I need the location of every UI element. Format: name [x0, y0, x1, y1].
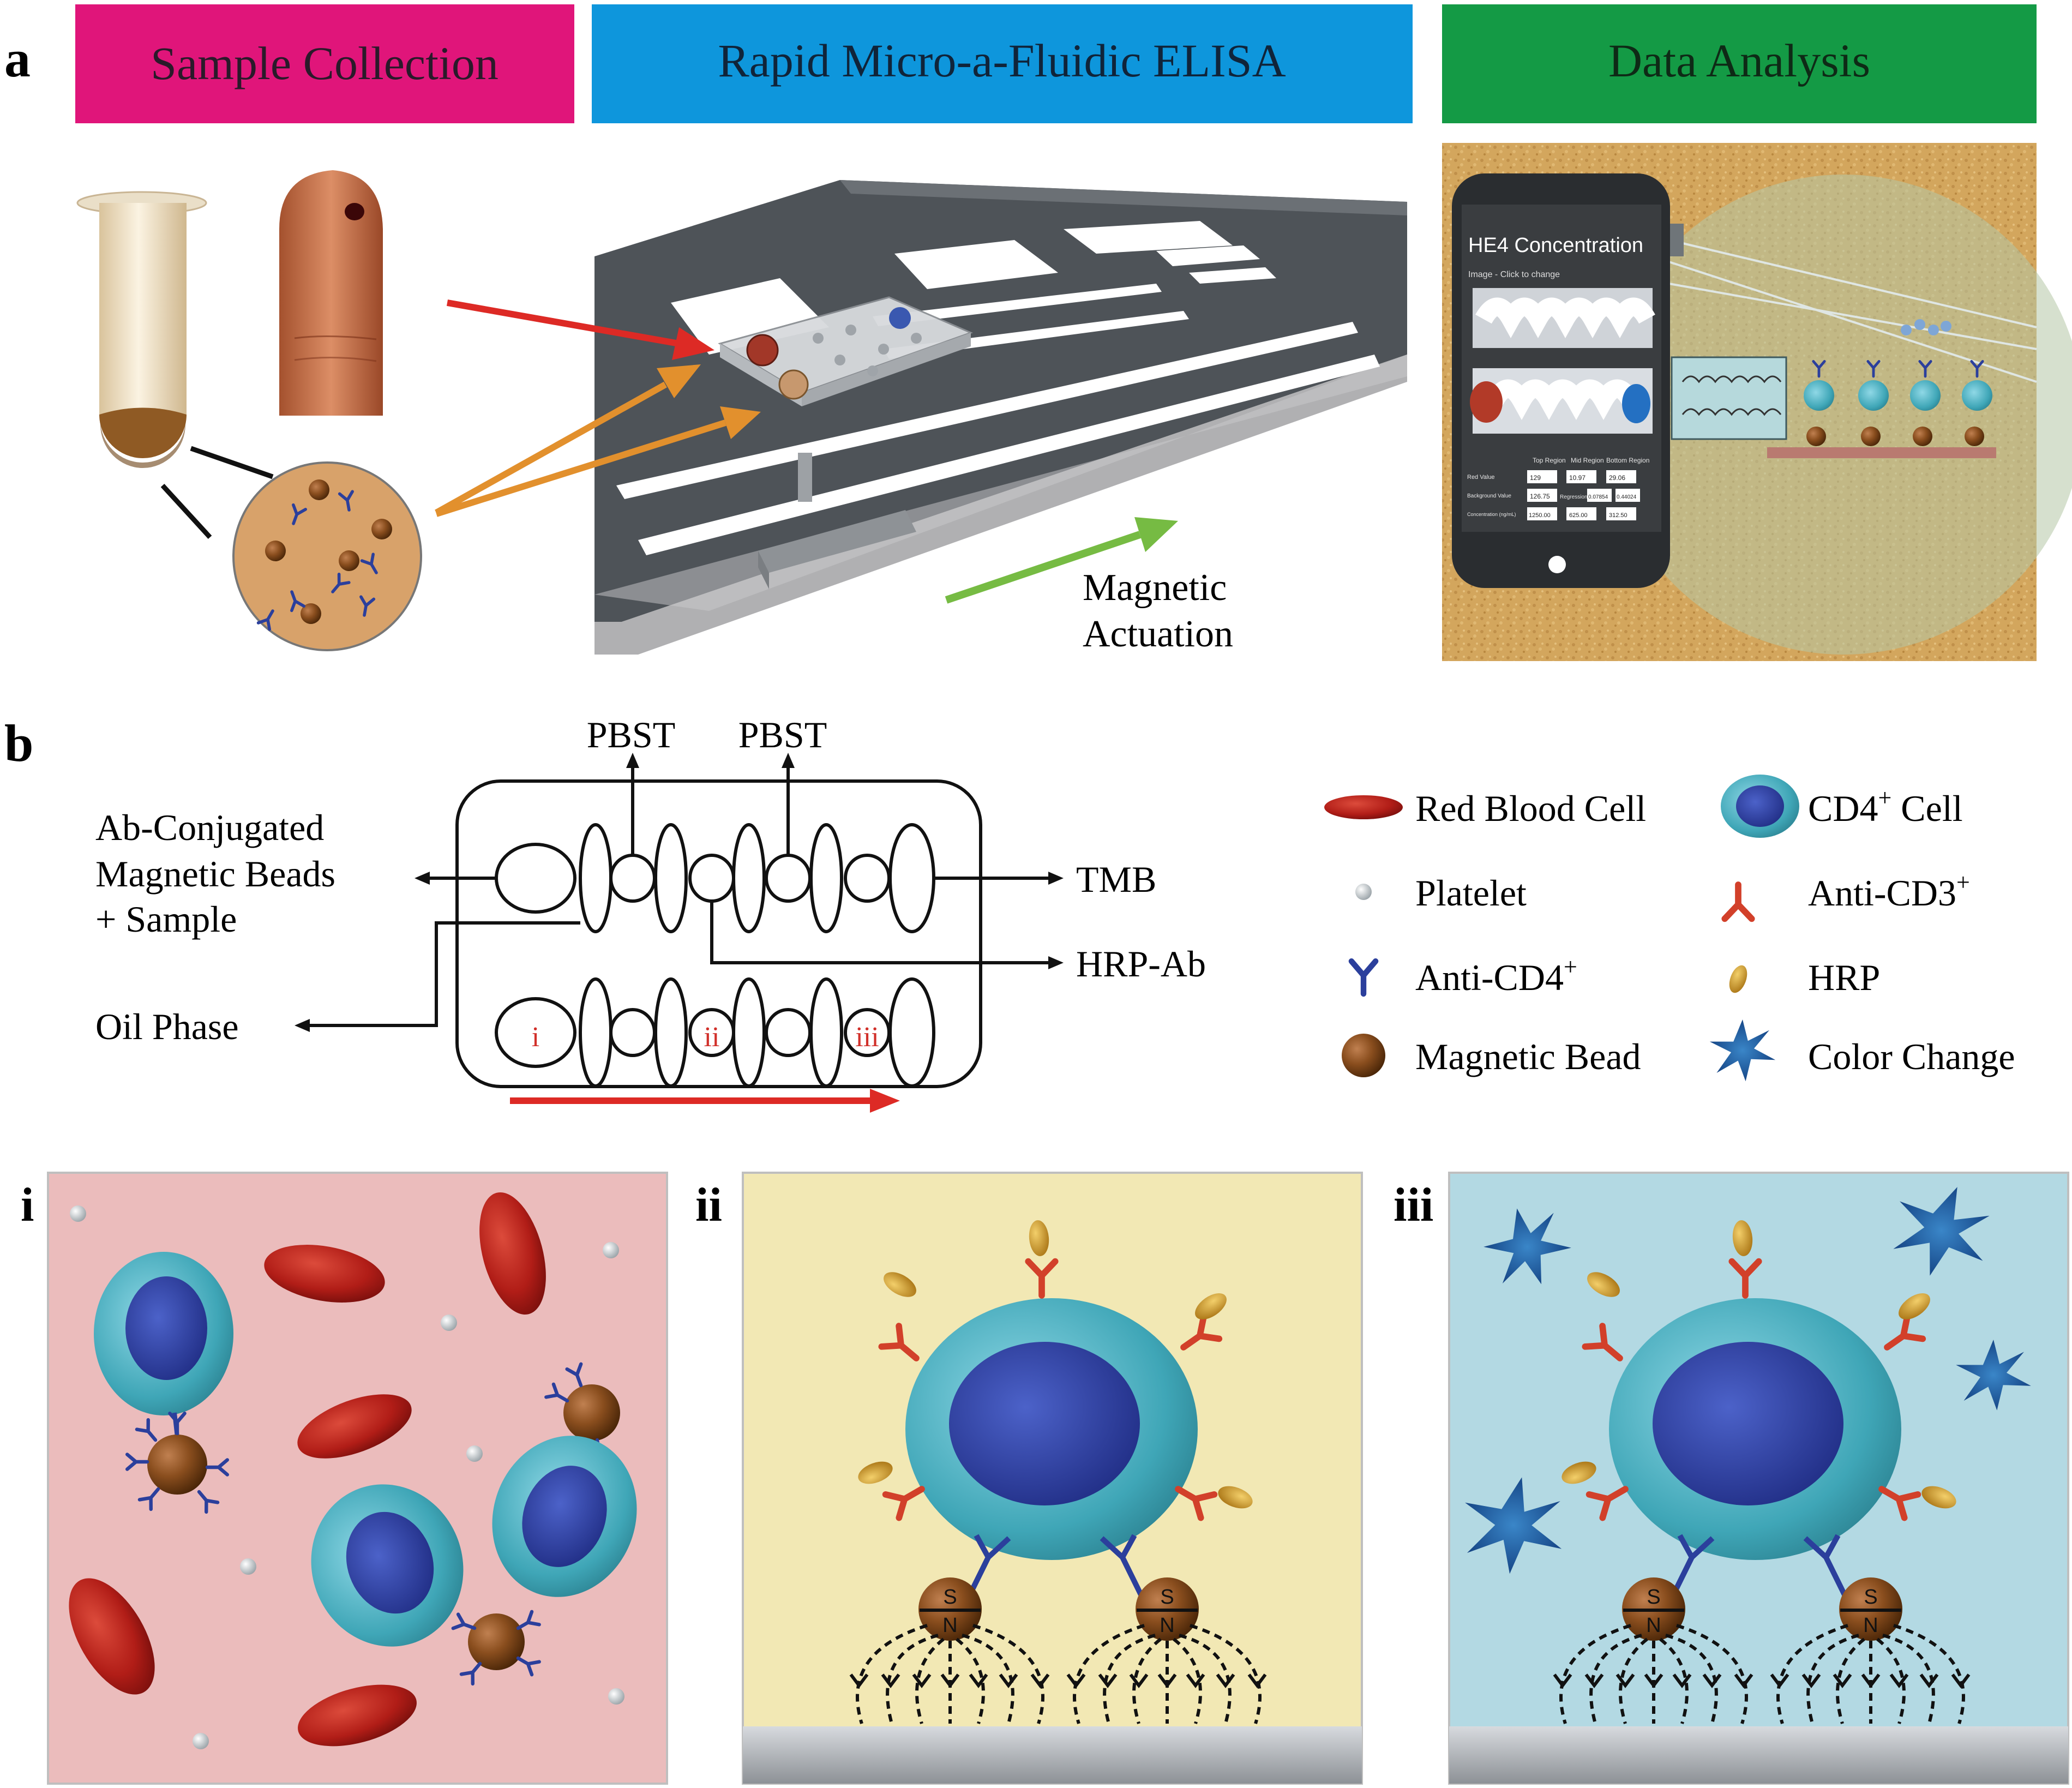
phone-row-label-conc: Concentration (ng/mL): [1467, 512, 1516, 517]
legend-anti-cd3-label: Anti-CD3+: [1808, 869, 1970, 914]
panel-i-scene: [47, 1172, 668, 1785]
legend-platelet-icon: [1355, 884, 1372, 900]
panel-label-ii: ii: [695, 1179, 722, 1232]
phone-bg-top: 126.75: [1530, 493, 1550, 500]
legend-bead-icon: [1342, 1034, 1385, 1077]
phone-red-bottom: 29.06: [1609, 474, 1625, 482]
phone-red-top: 129: [1530, 474, 1541, 482]
pbst-label-2: PBST: [738, 714, 827, 755]
bead3-north: N: [1646, 1614, 1661, 1637]
bead3-south: S: [1647, 1586, 1660, 1609]
arrow-magnetic-actuation: [945, 517, 1178, 604]
phone-regression-b: 0.44024: [1617, 494, 1637, 500]
banner-elisa-text: Rapid Micro-a-Fluidic ELISA: [718, 34, 1286, 87]
phone-red-mid: 10.97: [1569, 474, 1585, 482]
panel-iii-scene: S N S N: [1448, 1170, 2069, 1785]
legend-color-change-icon: [1709, 1019, 1776, 1082]
flow-arrow: [510, 1089, 900, 1113]
chamber-label-ii: ii: [704, 1022, 720, 1053]
chamber-label-iii: iii: [855, 1022, 879, 1053]
panel-ii-scene: S N S N: [742, 1172, 1363, 1785]
legend-anti-cd4-text: Anti-CD4: [1415, 957, 1564, 998]
phone-conc-top: 1250.00: [1529, 512, 1551, 519]
legend-cd4-cell-sup: +: [1878, 784, 1891, 811]
bead1-north: N: [942, 1614, 957, 1637]
phone-conc-bottom: 312.50: [1609, 512, 1627, 519]
banner-elisa: Rapid Micro-a-Fluidic ELISA: [592, 4, 1413, 123]
legend-anti-cd3-icon: [1725, 885, 1751, 919]
legend-anti-cd4-sup: +: [1564, 953, 1577, 980]
microfluidic-chip-render: [594, 180, 1407, 655]
arrow-finger-to-chip: [446, 299, 714, 360]
legend-cd4-cell-tail: Cell: [1891, 788, 1962, 829]
panel-label-iii: iii: [1394, 1179, 1433, 1232]
legend-anti-cd4-icon: [1352, 961, 1376, 994]
phone-row-label-bg: Background Value: [1467, 493, 1511, 499]
phone-subtitle: Image - Click to change: [1468, 270, 1560, 279]
panel-label-a: a: [4, 29, 31, 88]
phone-conc-mid: 625.00: [1569, 512, 1588, 519]
bead2-south: S: [1160, 1586, 1174, 1609]
banner-sample-collection: Sample Collection: [75, 4, 574, 123]
hrp-ab-label: HRP-Ab: [1076, 943, 1206, 985]
oil-phase-label: Oil Phase: [95, 1006, 239, 1047]
legend-anti-cd3-sup: +: [1956, 869, 1970, 896]
finger-prick-image: [279, 170, 383, 416]
phone-regression-a: 0.07854: [1588, 494, 1608, 500]
phone-col-header-2: Mid Region: [1571, 457, 1604, 464]
chamber-label-i: i: [532, 1022, 539, 1053]
legend-hrp-icon: [1726, 963, 1751, 995]
phone-regression-label: Regression: [1560, 494, 1588, 500]
bead4-south: S: [1864, 1586, 1877, 1609]
chip-schematic: [305, 764, 1053, 1088]
banner-sample-text: Sample Collection: [151, 37, 499, 89]
beads-label-line2: Magnetic Beads: [95, 853, 335, 895]
schematic-arrowheads: [295, 753, 1064, 1032]
actuation-label-line1: Magnetic: [1083, 567, 1227, 609]
sample-zoom-circle: [232, 461, 422, 651]
banner-analysis-text: Data Analysis: [1608, 34, 1870, 87]
pbst-label-1: PBST: [587, 714, 676, 755]
legend-cd4-cell-label: CD4+ Cell: [1808, 784, 1963, 829]
zoom-connector-lines: [160, 446, 274, 539]
panel-label-b: b: [4, 714, 33, 772]
legend: Red Blood Cell CD4+ Cell Platelet Anti-C…: [1324, 775, 2015, 1082]
phone-row-label-red: Red Value: [1467, 474, 1495, 481]
legend-hrp-label: HRP: [1808, 957, 1880, 998]
legend-cd4-cell-text: CD4: [1808, 788, 1878, 829]
banner-data-analysis: Data Analysis: [1442, 4, 2037, 123]
tmb-label: TMB: [1076, 859, 1156, 900]
phone-col-header-1: Top Region: [1533, 457, 1566, 464]
phone-home-button: [1548, 556, 1566, 573]
actuation-label-line2: Actuation: [1083, 613, 1233, 655]
legend-bead-label: Magnetic Bead: [1415, 1036, 1641, 1077]
sample-tube: [76, 191, 207, 468]
bead2-north: N: [1160, 1614, 1174, 1637]
bead4-north: N: [1863, 1614, 1878, 1637]
arrows-sample-to-chip: [435, 364, 761, 517]
smartphone: HE4 Concentration Image - Click to chang…: [1452, 173, 1684, 588]
legend-anti-cd4-label: Anti-CD4+: [1415, 953, 1577, 998]
legend-rbc-label: Red Blood Cell: [1415, 788, 1646, 829]
legend-rbc-icon: [1324, 795, 1403, 819]
legend-anti-cd3-text: Anti-CD3: [1808, 872, 1956, 914]
legend-color-change-label: Color Change: [1808, 1036, 2015, 1077]
phone-col-header-3: Bottom Region: [1606, 457, 1649, 464]
phone-title: HE4 Concentration: [1468, 234, 1643, 257]
beads-label-line3: + Sample: [95, 898, 237, 940]
bead1-south: S: [943, 1586, 957, 1609]
beads-label-line1: Ab-Conjugated: [95, 807, 324, 848]
panel-label-i: i: [21, 1179, 34, 1232]
legend-platelet-label: Platelet: [1415, 872, 1527, 914]
